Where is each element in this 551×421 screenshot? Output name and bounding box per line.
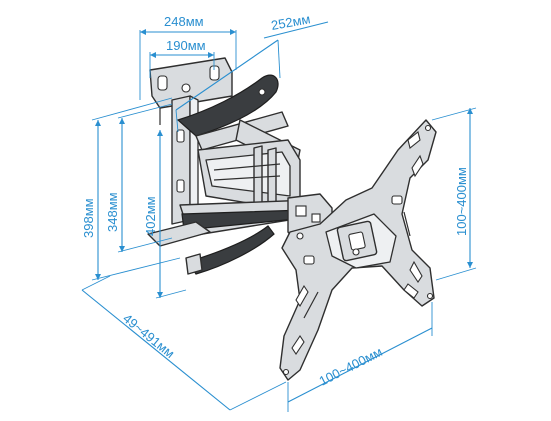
- mount-illustration: [147, 57, 437, 381]
- middle-arm: [197, 139, 301, 213]
- dim-label-402: 402мм: [143, 196, 158, 236]
- dim-label-190: 190мм: [166, 38, 206, 53]
- dimension-lines: [81, 21, 477, 412]
- wall-plate: [149, 57, 233, 125]
- wall-bracket-column: [171, 95, 199, 225]
- dim-label-vesa-vertical: 100~400мм: [454, 167, 469, 236]
- vesa-plate: [279, 119, 437, 381]
- dim-label-398: 398мм: [81, 198, 96, 238]
- dim-label-348: 348мм: [105, 192, 120, 232]
- dimension-arrows: [95, 29, 473, 298]
- dim-label-vesa-horizontal: 100~400мм: [317, 344, 385, 389]
- dim-label-252: 252мм: [270, 11, 312, 33]
- dim-label-extension: 49~491мм: [120, 311, 177, 361]
- dim-label-248: 248мм: [164, 14, 204, 29]
